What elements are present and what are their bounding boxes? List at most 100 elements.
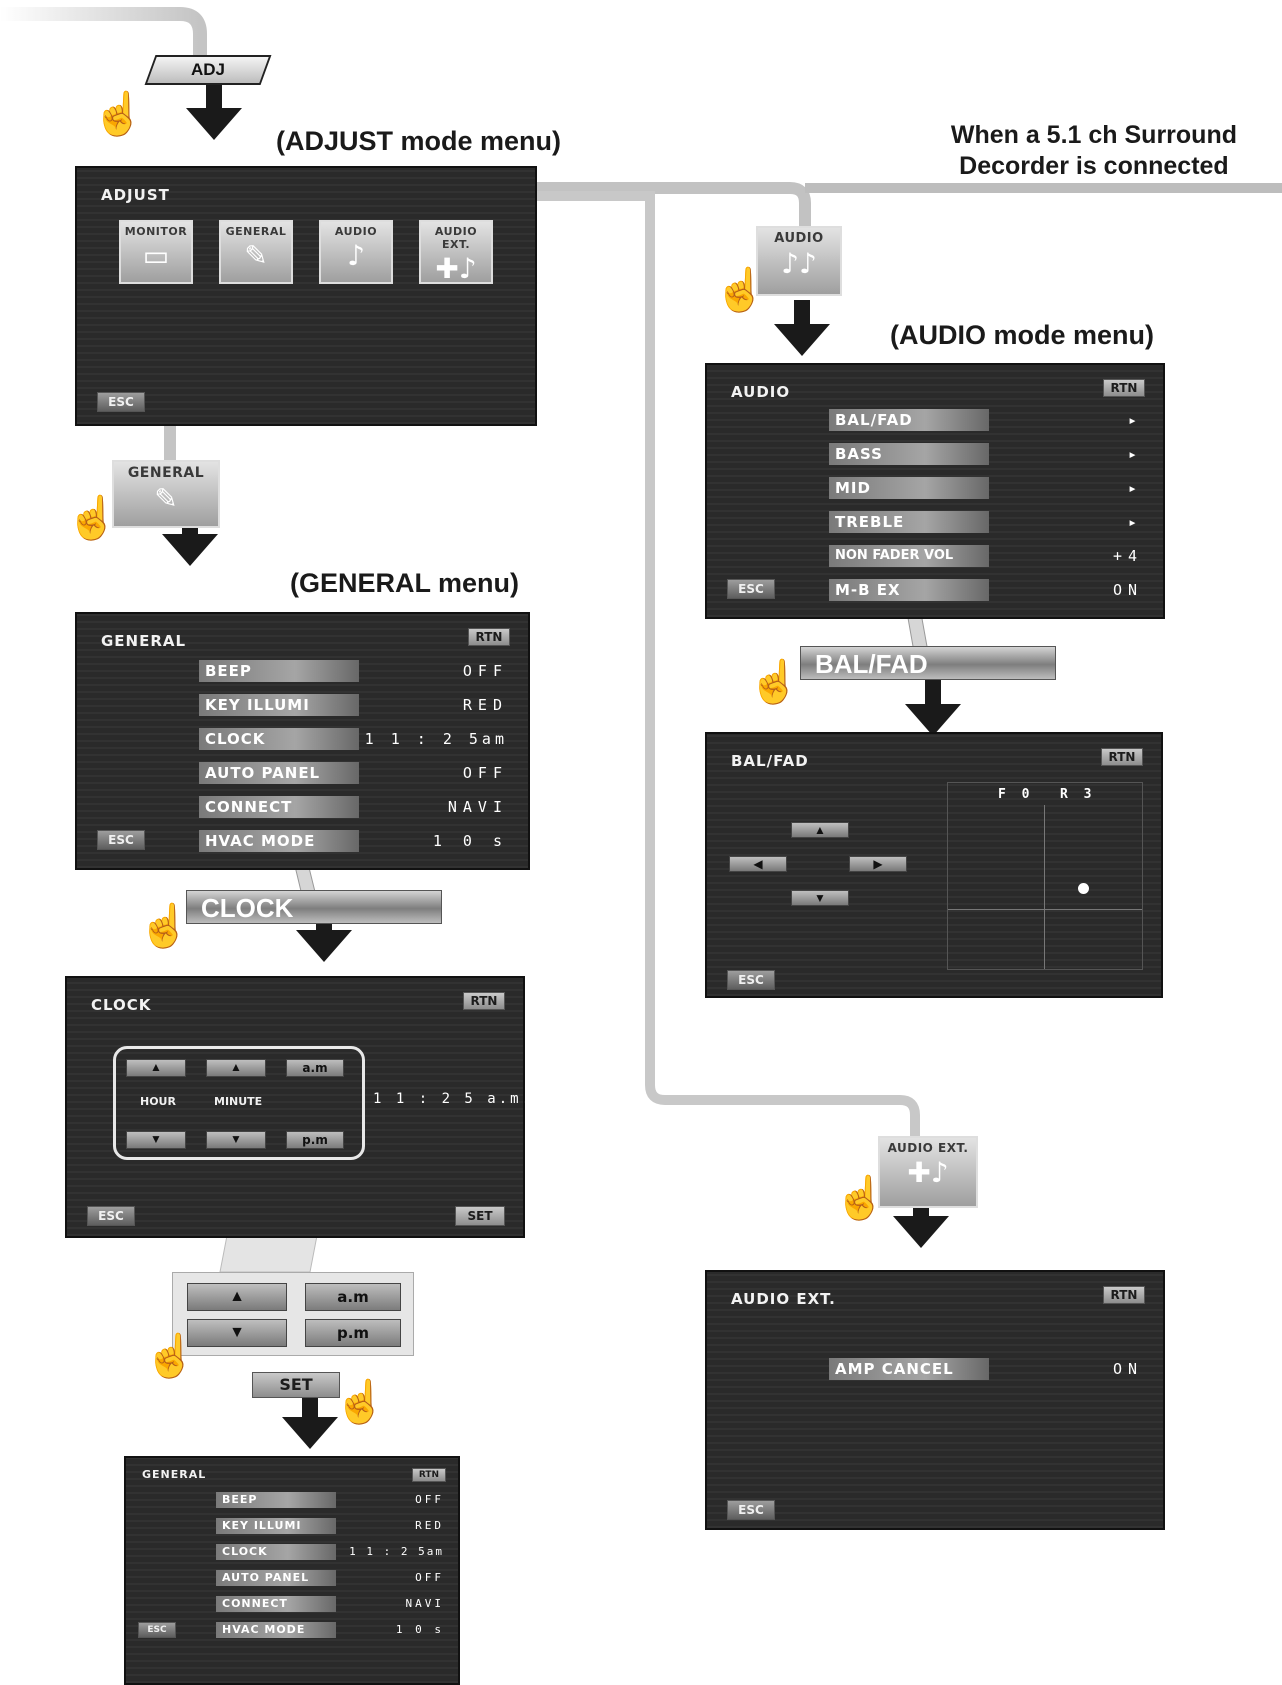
- hour-down-button[interactable]: ▼: [126, 1131, 186, 1149]
- menu-value-beep: OFF: [462, 662, 508, 680]
- menu-value-hvac-mode: 1 0 s: [432, 832, 508, 850]
- clock-callout[interactable]: CLOCK: [186, 890, 442, 924]
- down-button[interactable]: ▼: [187, 1319, 287, 1347]
- monitor-tile[interactable]: MONITOR ▭: [119, 220, 193, 284]
- menu-item-connect[interactable]: CONNECT: [199, 796, 359, 818]
- esc-button[interactable]: ESC: [727, 970, 775, 990]
- grid-horizontal-axis: [948, 909, 1142, 910]
- audio-tile[interactable]: AUDIO ♪: [319, 220, 393, 284]
- menu-value-hvac-mode: 1 0 s: [395, 1623, 444, 1636]
- clock-screen: CLOCK RTN ▲ ▲ a.m HOUR MINUTE ▼ ▼ p.m 1 …: [65, 976, 530, 1238]
- tile-label: AUDIO: [334, 225, 378, 238]
- menu-item-connect[interactable]: CONNECT: [216, 1596, 336, 1612]
- pointing-hand-icon: ☝: [714, 266, 767, 313]
- esc-button[interactable]: ESC: [138, 1622, 176, 1638]
- general-tile-callout[interactable]: GENERAL ✎: [112, 460, 220, 528]
- adj-button-label: ADJ: [190, 60, 225, 79]
- rtn-button[interactable]: RTN: [1103, 1286, 1145, 1304]
- rtn-button[interactable]: RTN: [468, 628, 510, 646]
- audio-tile-callout[interactable]: AUDIO ♪♪: [756, 226, 842, 296]
- menu-item-key-illumi[interactable]: KEY ILLUMI: [216, 1518, 336, 1534]
- menu-item-m-b-ex[interactable]: M-B EX: [829, 579, 989, 601]
- menu-item-treble[interactable]: TREBLE: [829, 511, 989, 533]
- music-plus-icon: ✚♪: [435, 252, 477, 284]
- wrench-icon: ✎: [244, 239, 268, 272]
- balfad-screen: BAL/FAD RTN ▲ ◀ ▶ ▼ F 0 R 3 ESC: [705, 732, 1163, 998]
- audio-ext-tile-callout[interactable]: AUDIO EXT. ✚♪: [878, 1136, 978, 1208]
- menu-item-amp-cancel[interactable]: AMP CANCEL: [829, 1358, 989, 1380]
- wrench-icon: ✎: [154, 482, 178, 515]
- am-button[interactable]: a.m: [305, 1283, 401, 1311]
- menu-value-clock: 1 1 : 2 5am: [349, 1545, 444, 1558]
- menu-item-bal-fad[interactable]: BAL/FAD: [829, 409, 989, 431]
- menu-item-hvac-mode[interactable]: HVAC MODE: [216, 1622, 336, 1638]
- pointing-hand-icon: ☝: [144, 1332, 197, 1379]
- set-button-zoom[interactable]: SET: [252, 1372, 340, 1398]
- esc-button[interactable]: ESC: [727, 579, 775, 599]
- esc-button[interactable]: ESC: [87, 1206, 135, 1226]
- rtn-button[interactable]: RTN: [1101, 748, 1143, 766]
- balance-readout: R 3: [1060, 787, 1096, 802]
- minute-up-button[interactable]: ▲: [206, 1059, 266, 1077]
- tile-label: AUDIO EXT.: [887, 1141, 969, 1155]
- rtn-button[interactable]: RTN: [412, 1468, 446, 1482]
- menu-item-clock[interactable]: CLOCK: [199, 728, 359, 750]
- adj-button[interactable]: ADJ: [144, 55, 272, 85]
- general-screen-result: GENERAL RTN BEEP OFF KEY ILLUMI RED CLOC…: [124, 1456, 460, 1685]
- fader-front-button[interactable]: ▲: [791, 822, 849, 838]
- menu-item-auto-panel[interactable]: AUTO PANEL: [216, 1570, 336, 1586]
- tile-label: AUDIO: [774, 231, 824, 246]
- menu-value-connect: NAVI: [405, 1597, 444, 1610]
- menu-item-key-illumi[interactable]: KEY ILLUMI: [199, 694, 359, 716]
- screen-title: GENERAL: [101, 632, 187, 650]
- pm-button[interactable]: p.m: [305, 1319, 401, 1347]
- rtn-button[interactable]: RTN: [463, 992, 505, 1010]
- minute-down-button[interactable]: ▼: [206, 1131, 266, 1149]
- hour-up-button[interactable]: ▲: [126, 1059, 186, 1077]
- menu-item-mid[interactable]: MID: [829, 477, 989, 499]
- up-button[interactable]: ▲: [187, 1283, 287, 1311]
- monitor-icon: ▭: [142, 239, 170, 272]
- menu-item-beep[interactable]: BEEP: [199, 660, 359, 682]
- am-button[interactable]: a.m: [286, 1059, 344, 1077]
- menu-value-amp-cancel: ON: [1112, 1360, 1143, 1378]
- esc-button[interactable]: ESC: [97, 392, 145, 412]
- balance-left-button[interactable]: ◀: [729, 856, 787, 872]
- surround-note-line1: When a 5.1 ch Surround: [950, 121, 1237, 149]
- menu-item-clock[interactable]: CLOCK: [216, 1544, 336, 1560]
- screen-title: BAL/FAD: [731, 752, 809, 770]
- rtn-button[interactable]: RTN: [1103, 379, 1145, 397]
- music-note-icon: ♪♪: [781, 247, 817, 280]
- menu-value-non-fader-vol: +4: [1112, 547, 1143, 565]
- menu-value-auto-panel: OFF: [415, 1571, 444, 1584]
- menu-value-beep: OFF: [415, 1493, 444, 1506]
- menu-value-key-illumi: RED: [415, 1519, 444, 1532]
- menu-item-hvac-mode[interactable]: HVAC MODE: [199, 830, 359, 852]
- esc-button[interactable]: ESC: [97, 830, 145, 850]
- menu-item-beep[interactable]: BEEP: [216, 1492, 336, 1508]
- entry-connector: [0, 7, 207, 70]
- minute-label: MINUTE: [214, 1095, 263, 1108]
- pm-button[interactable]: p.m: [286, 1131, 344, 1149]
- menu-item-auto-panel[interactable]: AUTO PANEL: [199, 762, 359, 784]
- tile-label: GENERAL: [127, 465, 205, 481]
- menu-value-mid: ▸: [1127, 479, 1143, 497]
- audio-screen: AUDIO RTN BAL/FAD ▸ BASS ▸ MID ▸ TREBLE …: [705, 363, 1165, 619]
- menu-value-auto-panel: OFF: [462, 764, 508, 782]
- hour-label: HOUR: [140, 1095, 176, 1108]
- balance-right-button[interactable]: ▶: [849, 856, 907, 872]
- screen-title: AUDIO: [731, 383, 791, 401]
- set-button[interactable]: SET: [455, 1206, 505, 1226]
- general-tile[interactable]: GENERAL ✎: [219, 220, 293, 284]
- fader-rear-button[interactable]: ▼: [791, 890, 849, 906]
- balfad-callout[interactable]: BAL/FAD: [800, 646, 1056, 680]
- pointing-hand-icon: ☝: [92, 90, 145, 137]
- tile-label: GENERAL: [225, 225, 287, 238]
- menu-value-bass: ▸: [1127, 445, 1143, 463]
- esc-button[interactable]: ESC: [727, 1500, 775, 1520]
- music-plus-icon: ✚♪: [907, 1156, 949, 1189]
- menu-item-non-fader-vol[interactable]: NON FADER VOL: [829, 545, 989, 567]
- menu-value-connect: NAVI: [447, 798, 508, 816]
- audio-ext-tile[interactable]: AUDIO EXT. ✚♪: [419, 220, 493, 284]
- menu-item-bass[interactable]: BASS: [829, 443, 989, 465]
